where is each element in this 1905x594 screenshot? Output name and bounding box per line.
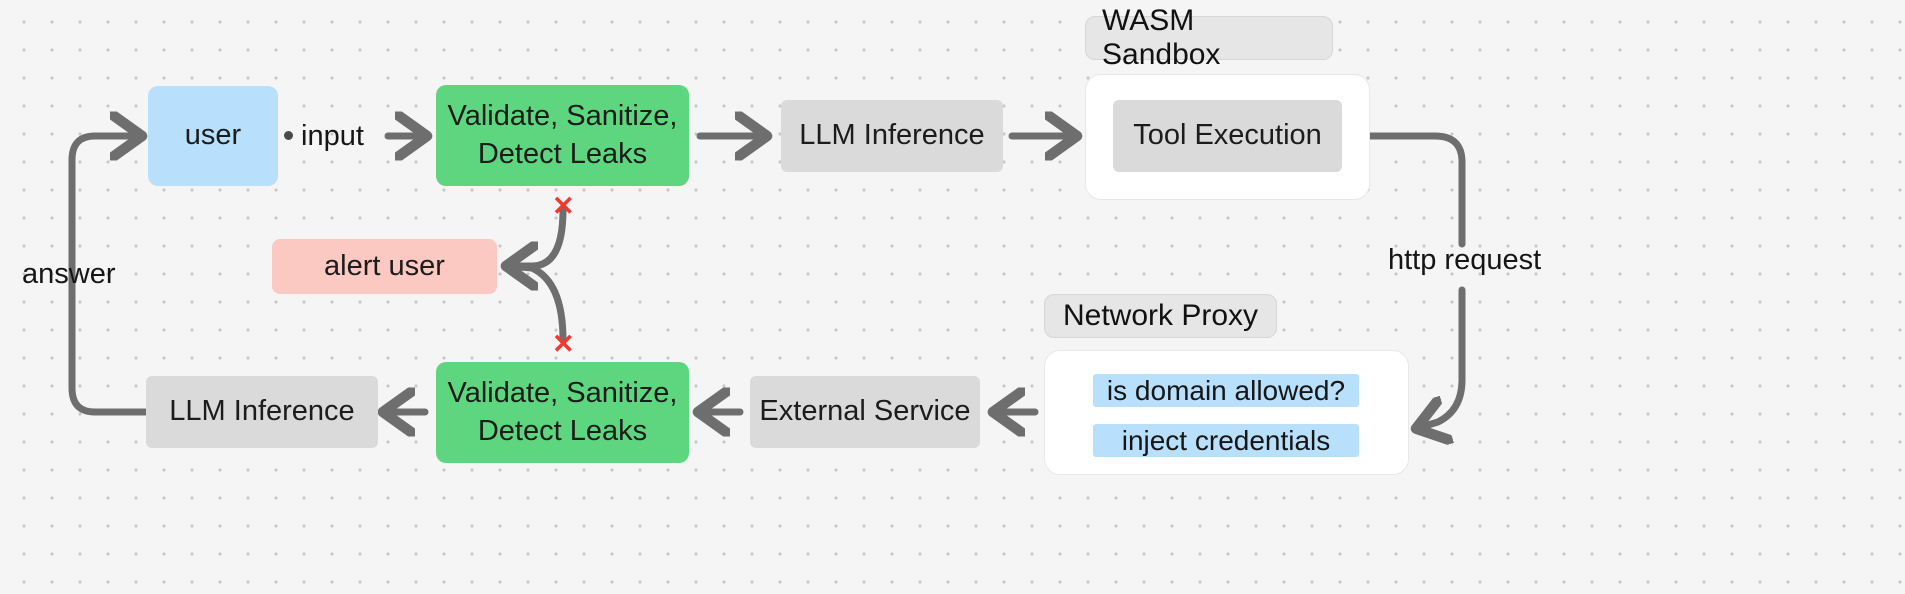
group-label-wasm-sandbox-text: WASM Sandbox [1102, 4, 1221, 71]
node-validate-top[interactable]: Validate, Sanitize, Detect Leaks [436, 85, 689, 186]
proxy-check-inject-credentials[interactable]: inject credentials [1093, 424, 1359, 457]
node-external-service[interactable]: External Service [750, 376, 980, 448]
node-llm-inference-bottom-label: LLM Inference [169, 395, 355, 428]
input-origin-dot [284, 131, 293, 140]
group-label-network-proxy-text: Network Proxy [1062, 299, 1259, 332]
node-alert-user[interactable]: alert user [272, 239, 497, 294]
edge-label-input: input [301, 120, 364, 152]
node-tool-execution-label: Tool Execution [1133, 119, 1322, 152]
x-mark-bottom: ✕ [552, 329, 575, 359]
group-label-network-proxy: Network Proxy [1044, 294, 1277, 338]
node-llm-inference-top-label: LLM Inference [799, 119, 985, 152]
proxy-check-domain-allowed-label: is domain allowed? [1106, 374, 1346, 406]
proxy-check-domain-allowed[interactable]: is domain allowed? [1093, 374, 1359, 407]
node-llm-inference-top[interactable]: LLM Inference [781, 100, 1003, 172]
edge-label-answer: answer [22, 258, 116, 290]
node-user[interactable]: user [148, 86, 278, 186]
node-external-service-label: External Service [759, 395, 971, 428]
node-tool-execution[interactable]: Tool Execution [1113, 100, 1342, 172]
node-validate-bottom[interactable]: Validate, Sanitize, Detect Leaks [436, 362, 689, 463]
proxy-check-inject-credentials-label: inject credentials [1121, 424, 1331, 456]
node-user-label: user [184, 119, 242, 152]
group-label-wasm-sandbox: WASM Sandbox [1085, 4, 1333, 71]
node-validate-top-label: Validate, Sanitize, Detect Leaks [447, 100, 678, 170]
edge-label-http-request: http request [1388, 244, 1542, 276]
node-llm-inference-bottom[interactable]: LLM Inference [146, 376, 378, 448]
node-validate-bottom-label: Validate, Sanitize, Detect Leaks [447, 377, 678, 447]
x-mark-top: ✕ [552, 191, 575, 221]
node-alert-user-label: alert user [324, 249, 445, 282]
